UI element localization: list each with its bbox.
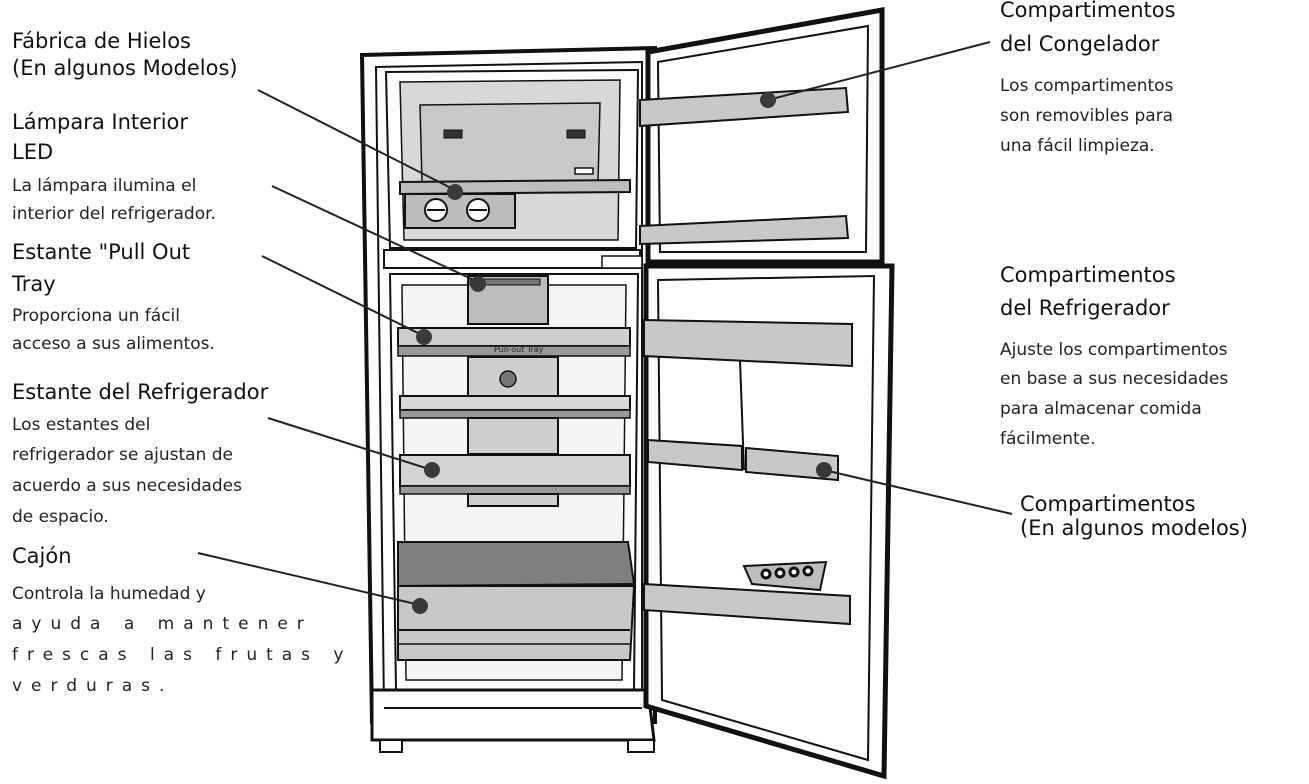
- fridge-shelf-title: Estante del Refrigerador: [12, 378, 268, 406]
- dot-fridge-shelf: [424, 462, 440, 478]
- led-lamp-desc-1: La lámpara ilumina el: [12, 174, 196, 198]
- drawer-desc-1: Controla la humedad y: [12, 582, 206, 606]
- led-lamp-title-1: Lámpara Interior: [12, 108, 188, 136]
- dot-led-lamp: [470, 276, 486, 292]
- pull-out-tray-desc-1: Proporciona un fácil: [12, 304, 180, 328]
- fridge-shelf-desc-2: refrigerador se ajustan de: [12, 443, 233, 467]
- fridge-bins-desc-2: en base a sus necesidades: [1000, 367, 1228, 391]
- ice-maker-title-1: Fábrica de Hielos: [12, 27, 191, 55]
- freezer-bins-desc-1: Los compartimentos: [1000, 74, 1173, 98]
- dot-freezer-bins: [760, 92, 776, 108]
- shelf-print: Pull-out Tray: [494, 345, 544, 354]
- fridge-shelf-desc-1: Los estantes del: [12, 413, 150, 437]
- drawer-desc-3: frescas las frutas y: [12, 643, 353, 667]
- led-lamp-desc-2: interior del refrigerador.: [12, 202, 216, 226]
- fridge-bins-title-2: del Refrigerador: [1000, 294, 1170, 322]
- drawer-desc-4: verduras.: [12, 674, 173, 698]
- dot-ice-maker: [447, 184, 463, 200]
- freezer-bins-desc-2: son removibles para: [1000, 104, 1173, 128]
- fridge-bins-desc-4: fácilmente.: [1000, 427, 1096, 451]
- fridge-shelf-desc-3: acuerdo a sus necesidades: [12, 474, 242, 498]
- pull-out-tray-title-2: Tray: [12, 270, 56, 298]
- led-lamp-title-2: LED: [12, 138, 53, 166]
- drawer-desc-2: ayuda a mantener: [12, 612, 313, 636]
- ice-maker-title-2: (En algunos Modelos): [12, 54, 238, 82]
- fridge-bins-title-1: Compartimentos: [1000, 261, 1176, 289]
- dot-pull-out-tray: [416, 329, 432, 345]
- dot-optional-bins: [816, 462, 832, 478]
- pull-out-tray-desc-2: acceso a sus alimentos.: [12, 332, 215, 356]
- pull-out-tray-title-1: Estante "Pull Out: [12, 238, 190, 266]
- freezer-bins-desc-3: una fácil limpieza.: [1000, 134, 1155, 158]
- freezer-bins-title-2: del Congelador: [1000, 30, 1159, 58]
- refrigerator-doors: [640, 10, 892, 776]
- optional-bins-title-2: (En algunos modelos): [1020, 514, 1248, 542]
- refrigerator-cabinet: [362, 48, 655, 752]
- fridge-shelf-desc-4: de espacio.: [12, 505, 109, 529]
- fridge-bins-desc-3: para almacenar comida: [1000, 397, 1202, 421]
- fridge-bins-desc-1: Ajuste los compartimentos: [1000, 338, 1228, 362]
- drawer-title: Cajón: [12, 542, 72, 570]
- dot-drawer: [412, 598, 428, 614]
- freezer-bins-title-1: Compartimentos: [1000, 0, 1176, 24]
